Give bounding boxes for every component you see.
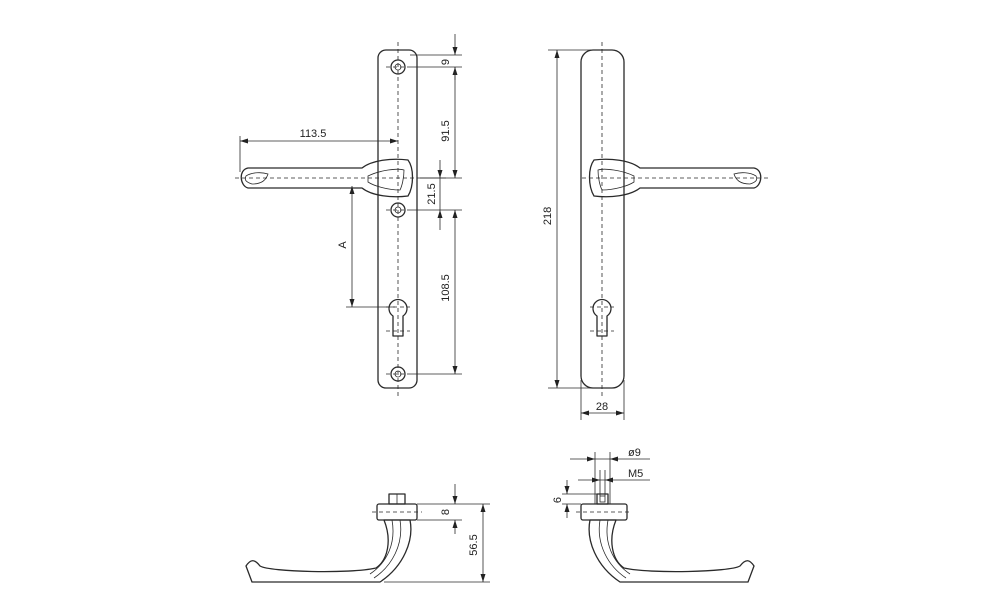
top-left-dimensions: 8 56.5 — [384, 484, 490, 583]
lever-handle-front — [240, 158, 414, 198]
side-view — [580, 42, 768, 396]
dim-9: 9 — [440, 59, 452, 65]
top-right-dimensions: ø9 M5 6 — [552, 447, 650, 518]
middle-screw-hole — [386, 202, 410, 218]
front-dimensions: 113.5 9 91.5 21.5 108.5 A — [239, 34, 462, 375]
lever-top-right — [588, 519, 755, 583]
top-view-right — [576, 493, 755, 583]
dim-m5: M5 — [628, 468, 643, 480]
dim-8: 8 — [440, 509, 452, 515]
bottom-screw-hole — [386, 366, 410, 382]
dim-56-5: 56.5 — [468, 534, 480, 555]
dim-d9: ø9 — [628, 447, 641, 459]
cylinder-cutout — [388, 298, 408, 337]
dim-91-5: 91.5 — [440, 120, 452, 141]
backplate-outline — [377, 49, 418, 389]
dim-a: A — [337, 241, 349, 249]
side-dimensions: 218 28 — [542, 49, 625, 420]
spindle-square — [596, 493, 609, 505]
lever-handle-side — [588, 158, 762, 198]
dim-113-5: 113.5 — [300, 128, 327, 140]
top-view-left — [245, 493, 422, 583]
lever-top-left — [245, 519, 412, 583]
side-backplate — [580, 49, 625, 389]
side-cylinder-cutout — [592, 298, 612, 337]
front-view — [235, 42, 420, 396]
dim-6: 6 — [552, 497, 564, 503]
dim-21-5: 21.5 — [426, 183, 438, 204]
dim-28: 28 — [596, 401, 608, 413]
dim-108-5: 108.5 — [440, 274, 452, 302]
top-screw-hole — [386, 59, 410, 75]
dim-218: 218 — [542, 207, 554, 225]
